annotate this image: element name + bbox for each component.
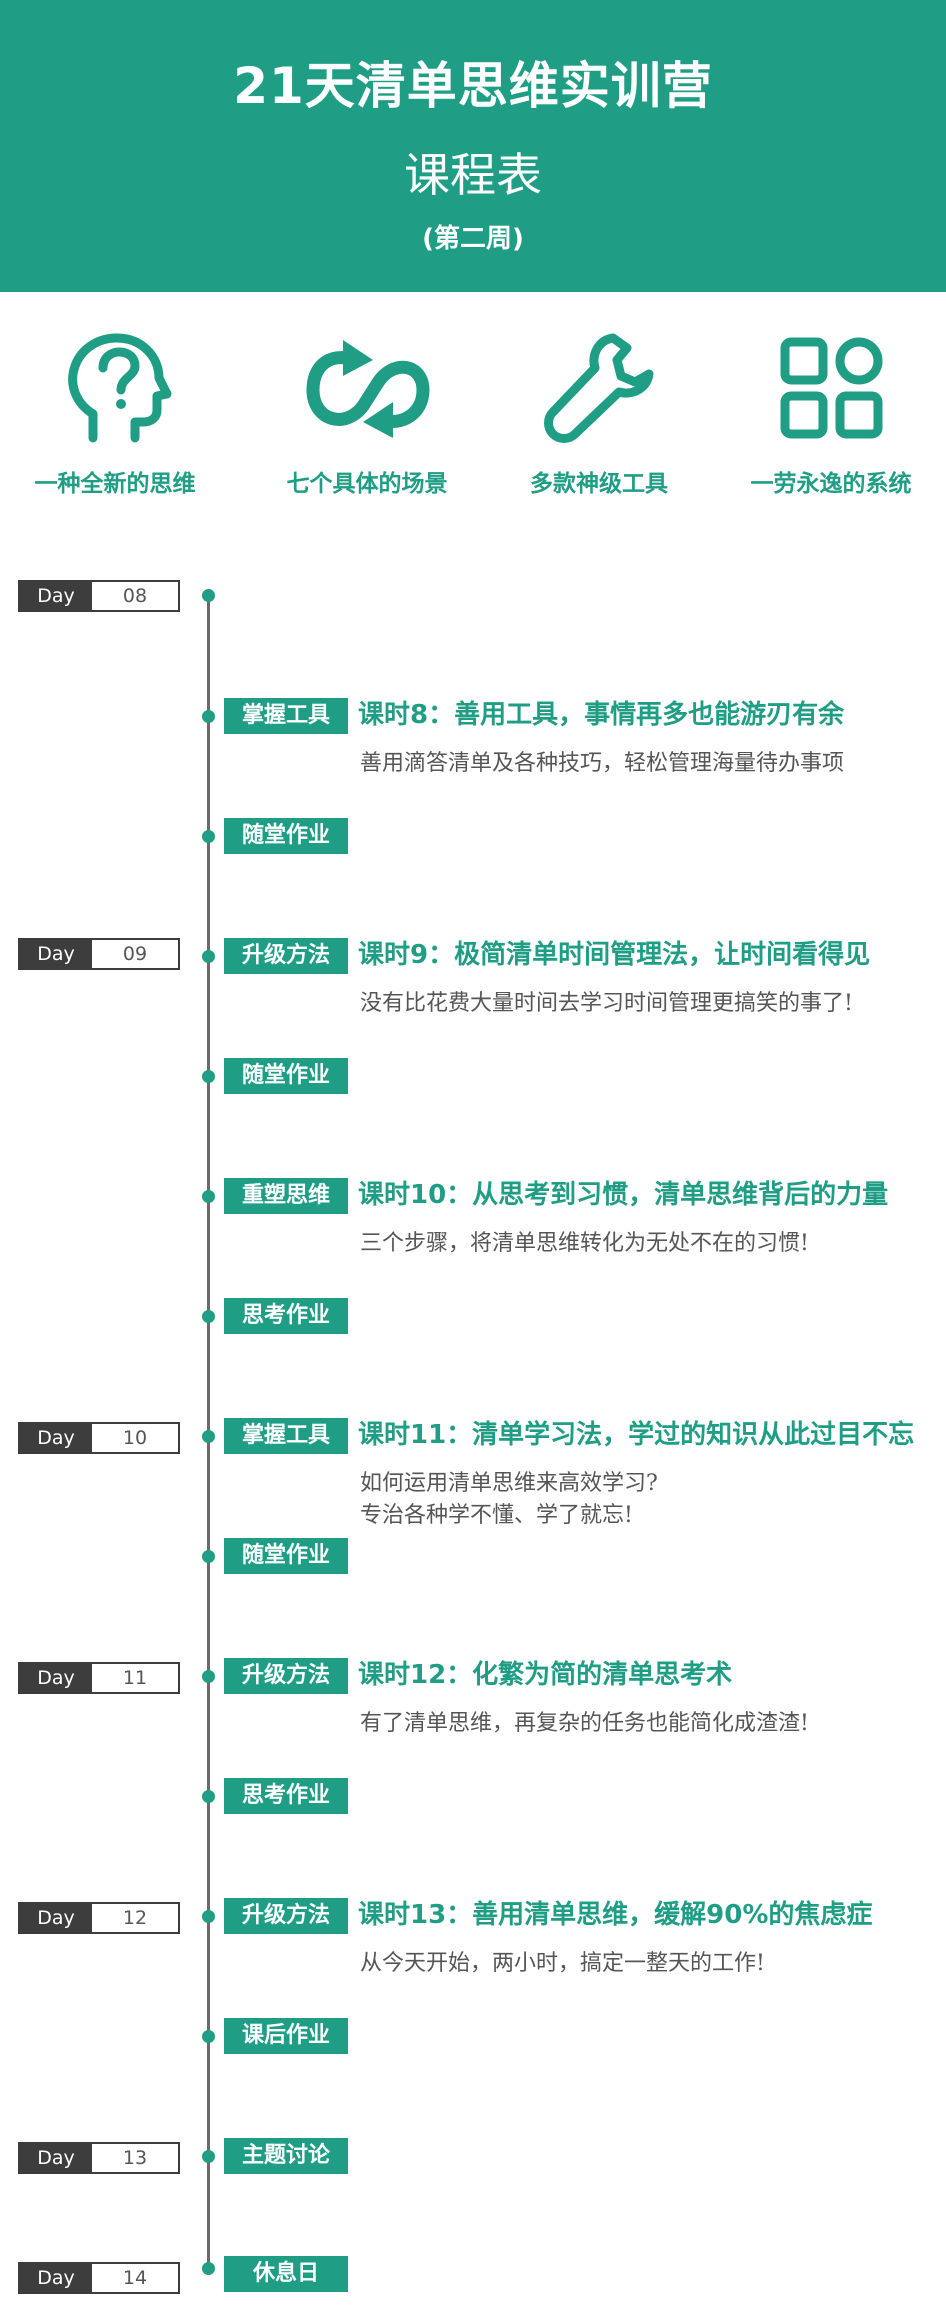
- timeline-dot: [202, 2262, 215, 2275]
- feature-system: 一劳永逸的系统: [716, 330, 946, 500]
- day-number: 11: [122, 1667, 148, 1689]
- timeline-dot: [202, 1430, 215, 1443]
- tag-label: 掌握工具: [224, 1418, 348, 1454]
- feature-label: 一劳永逸的系统: [750, 471, 912, 497]
- day-label: Day: [20, 1904, 92, 1932]
- tag-label: 休息日: [224, 2256, 348, 2292]
- wrench-icon: [544, 333, 654, 443]
- tag-label: 升级方法: [224, 1898, 348, 1934]
- timeline-dot: [202, 1910, 215, 1923]
- day-label: Day: [20, 940, 92, 968]
- tag-label: 升级方法: [224, 1658, 348, 1694]
- day-badge: Day 12: [18, 1902, 180, 1934]
- timeline-dot: [202, 710, 215, 723]
- feature-tools: 多款神级工具: [484, 330, 714, 500]
- day-number: 09: [122, 943, 148, 965]
- lesson-desc: 善用滴答清单及各种技巧，轻松管理海量待办事项: [360, 751, 845, 776]
- tag-label: 随堂作业: [224, 1538, 348, 1574]
- timeline-dot: [202, 950, 215, 963]
- day-badge: Day 14: [18, 2262, 180, 2294]
- day-badge: Day 13: [18, 2142, 180, 2174]
- day-number: 13: [122, 2147, 148, 2169]
- week-label: (第二周): [422, 224, 524, 254]
- tag-label: 课后作业: [224, 2018, 348, 2054]
- tag-label: 思考作业: [224, 1298, 348, 1334]
- lesson-desc: 没有比花费大量时间去学习时间管理更搞笑的事了!: [360, 991, 853, 1016]
- header-banner: 21天清单思维实训营 课程表 (第二周): [0, 0, 946, 292]
- tag-label: 重塑思维: [224, 1178, 348, 1214]
- head-question-icon: [68, 333, 172, 443]
- lesson-title: 课时13：善用清单思维，缓解90%的焦虑症: [358, 1900, 873, 1930]
- feature-label: 七个具体的场景: [286, 471, 448, 497]
- timeline-dot: [202, 2150, 215, 2163]
- grid-icon: [780, 337, 883, 439]
- timeline-dot: [202, 1790, 215, 1803]
- day-badge: Day 08: [18, 580, 180, 612]
- timeline-dot: [202, 1550, 215, 1563]
- tag-label: 思考作业: [224, 1778, 348, 1814]
- day-label: Day: [20, 1424, 92, 1452]
- lesson-title: 课时10：从思考到习惯，清单思维背后的力量: [358, 1180, 889, 1210]
- day-number: 12: [122, 1907, 148, 1929]
- lesson-title: 课时12：化繁为简的清单思考术: [358, 1660, 733, 1690]
- lesson-title: 课时8：善用工具，事情再多也能游刃有余: [358, 700, 845, 730]
- page-title: 21天清单思维实训营: [233, 57, 713, 115]
- lesson-title: 课时9：极简清单时间管理法，让时间看得见: [358, 940, 871, 970]
- day-label: Day: [20, 2144, 92, 2172]
- loop-arrows-icon: [306, 340, 430, 438]
- timeline-dot: [202, 1190, 215, 1203]
- day-number: 08: [122, 585, 148, 607]
- day-badge: Day 10: [18, 1422, 180, 1454]
- day-label: Day: [20, 1664, 92, 1692]
- lesson-desc: 如何运用清单思维来高效学习?: [360, 1471, 658, 1496]
- lesson-desc: 专治各种学不懂、学了就忘!: [360, 1503, 633, 1528]
- timeline-dot: [202, 1310, 215, 1323]
- timeline-dot: [202, 1670, 215, 1683]
- day-label: Day: [20, 2264, 92, 2292]
- tag-label: 掌握工具: [224, 698, 348, 734]
- timeline-dot: [202, 589, 215, 602]
- lesson-desc: 有了清单思维，再复杂的任务也能简化成渣渣!: [360, 1711, 809, 1736]
- tag-label: 随堂作业: [224, 1058, 348, 1094]
- feature-scenes: 七个具体的场景: [252, 330, 482, 500]
- tag-label: 升级方法: [224, 938, 348, 974]
- page-subtitle: 课程表: [404, 148, 542, 202]
- day-number: 14: [122, 2267, 148, 2289]
- feature-row: 一种全新的思维 七个具体的场景 多款神级工具 一劳永逸的系统: [0, 330, 946, 510]
- day-label: Day: [20, 582, 92, 610]
- feature-thinking: 一种全新的思维: [0, 330, 230, 500]
- day-number: 10: [122, 1427, 148, 1449]
- timeline-dot: [202, 1070, 215, 1083]
- feature-label: 一种全新的思维: [34, 471, 196, 497]
- day-badge: Day 11: [18, 1662, 180, 1694]
- lesson-title: 课时11：清单学习法，学过的知识从此过目不忘: [358, 1420, 915, 1450]
- feature-label: 多款神级工具: [530, 471, 668, 497]
- tag-label: 主题讨论: [224, 2138, 348, 2174]
- lesson-desc: 三个步骤，将清单思维转化为无处不在的习惯!: [360, 1231, 809, 1256]
- timeline-dot: [202, 2030, 215, 2043]
- tag-label: 随堂作业: [224, 818, 348, 854]
- day-badge: Day 09: [18, 938, 180, 970]
- lesson-desc: 从今天开始，两小时，搞定一整天的工作!: [360, 1951, 765, 1976]
- timeline-dot: [202, 830, 215, 843]
